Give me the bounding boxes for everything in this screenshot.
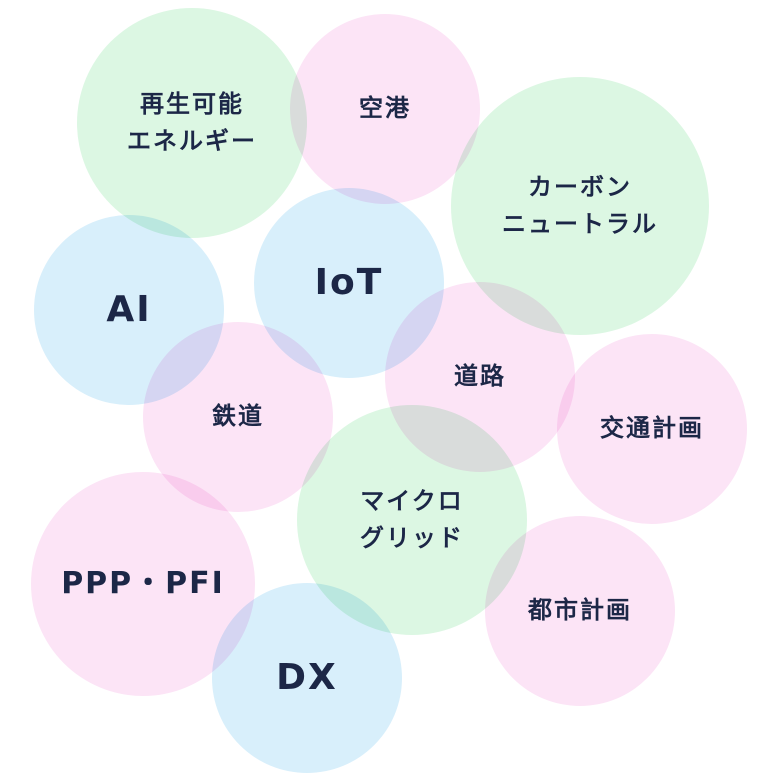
bubble-label-railway: 鉄道 [212, 402, 264, 431]
bubble-airport: 空港 [290, 14, 480, 204]
bubble-label-iot: IoT [314, 262, 384, 304]
bubble-label-road: 道路 [454, 362, 506, 391]
bubble-renewable-energy: 再生可能 エネルギー [77, 8, 307, 238]
bubble-railway: 鉄道 [143, 322, 333, 512]
bubble-transport-planning: 交通計画 [557, 334, 747, 524]
bubble-label-microgrid: マイクロ グリッド [360, 486, 464, 552]
bubble-label-urban-planning: 都市計画 [528, 596, 632, 625]
bubble-label-ai: AI [106, 289, 152, 331]
bubble-urban-planning: 都市計画 [485, 516, 675, 706]
bubble-label-ppp-pfi: PPP・PFI [61, 565, 225, 601]
bubble-label-airport: 空港 [359, 94, 411, 123]
bubble-label-transport-planning: 交通計画 [600, 414, 704, 443]
bubble-label-carbon-neutral: カーボン ニュートラル [502, 172, 658, 238]
bubble-label-renewable-energy: 再生可能 エネルギー [127, 89, 257, 155]
bubble-label-dx: DX [276, 657, 338, 699]
bubble-dx: DX [212, 583, 402, 773]
